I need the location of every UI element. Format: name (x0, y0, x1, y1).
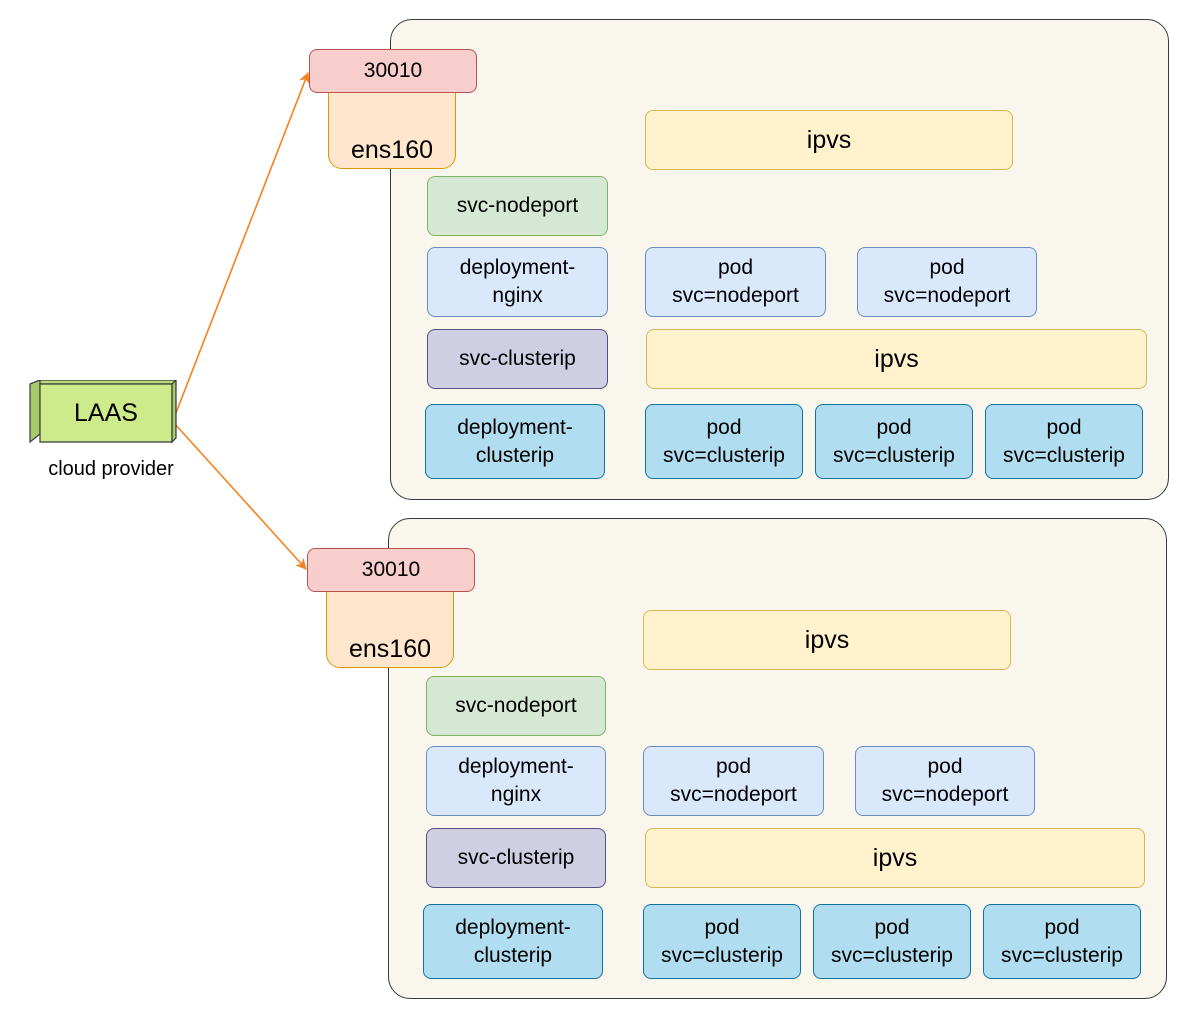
node-1-pod-nodeport-2: pod svc=nodeport (857, 247, 1037, 317)
node-2-interface-label: ens160 (348, 635, 432, 663)
node-1-ipvs-nodeport: ipvs (645, 110, 1013, 170)
node-2-pod-clusterip-1: pod svc=clusterip (643, 904, 801, 979)
node-1-pod-nodeport-1: pod svc=nodeport (645, 247, 826, 317)
node-1-pod-clusterip-1: pod svc=clusterip (645, 404, 803, 479)
laas-label: LAAS (74, 399, 138, 427)
node-2-ipvs-clusterip: ipvs (645, 828, 1145, 888)
node-1-pod-clusterip-3: pod svc=clusterip (985, 404, 1143, 479)
node-1-svc-clusterip: svc-clusterip (427, 329, 608, 389)
node-1-svc-nodeport: svc-nodeport (427, 176, 608, 236)
node-1-deployment-nginx: deployment- nginx (427, 247, 608, 317)
edge-laas-to-node2-port (173, 422, 307, 570)
node-2-port: 30010 (307, 548, 475, 592)
node-2-ipvs-nodeport: ipvs (643, 610, 1011, 670)
node-2-deployment-clusterip: deployment- clusterip (423, 904, 603, 979)
node-2-deployment-nginx: deployment- nginx (426, 746, 606, 816)
node-1-interface: ens160 (328, 86, 456, 169)
node-2-pod-clusterip-2: pod svc=clusterip (813, 904, 971, 979)
node-2-svc-nodeport: svc-nodeport (426, 676, 606, 736)
edge-laas-to-node1-port (173, 71, 310, 419)
laas-caption: cloud provider (48, 458, 174, 480)
node-1-ipvs-clusterip: ipvs (646, 329, 1147, 389)
node-2-pod-nodeport-2: pod svc=nodeport (855, 746, 1035, 816)
node-2-interface: ens160 (326, 585, 454, 668)
laas-cube-icon (29, 380, 177, 444)
node-2-svc-clusterip: svc-clusterip (426, 828, 606, 888)
node-2-pod-nodeport-1: pod svc=nodeport (643, 746, 824, 816)
node-2-pod-clusterip-3: pod svc=clusterip (983, 904, 1141, 979)
node-1-interface-label: ens160 (350, 136, 434, 164)
node-1-port: 30010 (309, 49, 477, 93)
node-1-deployment-clusterip: deployment- clusterip (425, 404, 605, 479)
node-1-pod-clusterip-2: pod svc=clusterip (815, 404, 973, 479)
